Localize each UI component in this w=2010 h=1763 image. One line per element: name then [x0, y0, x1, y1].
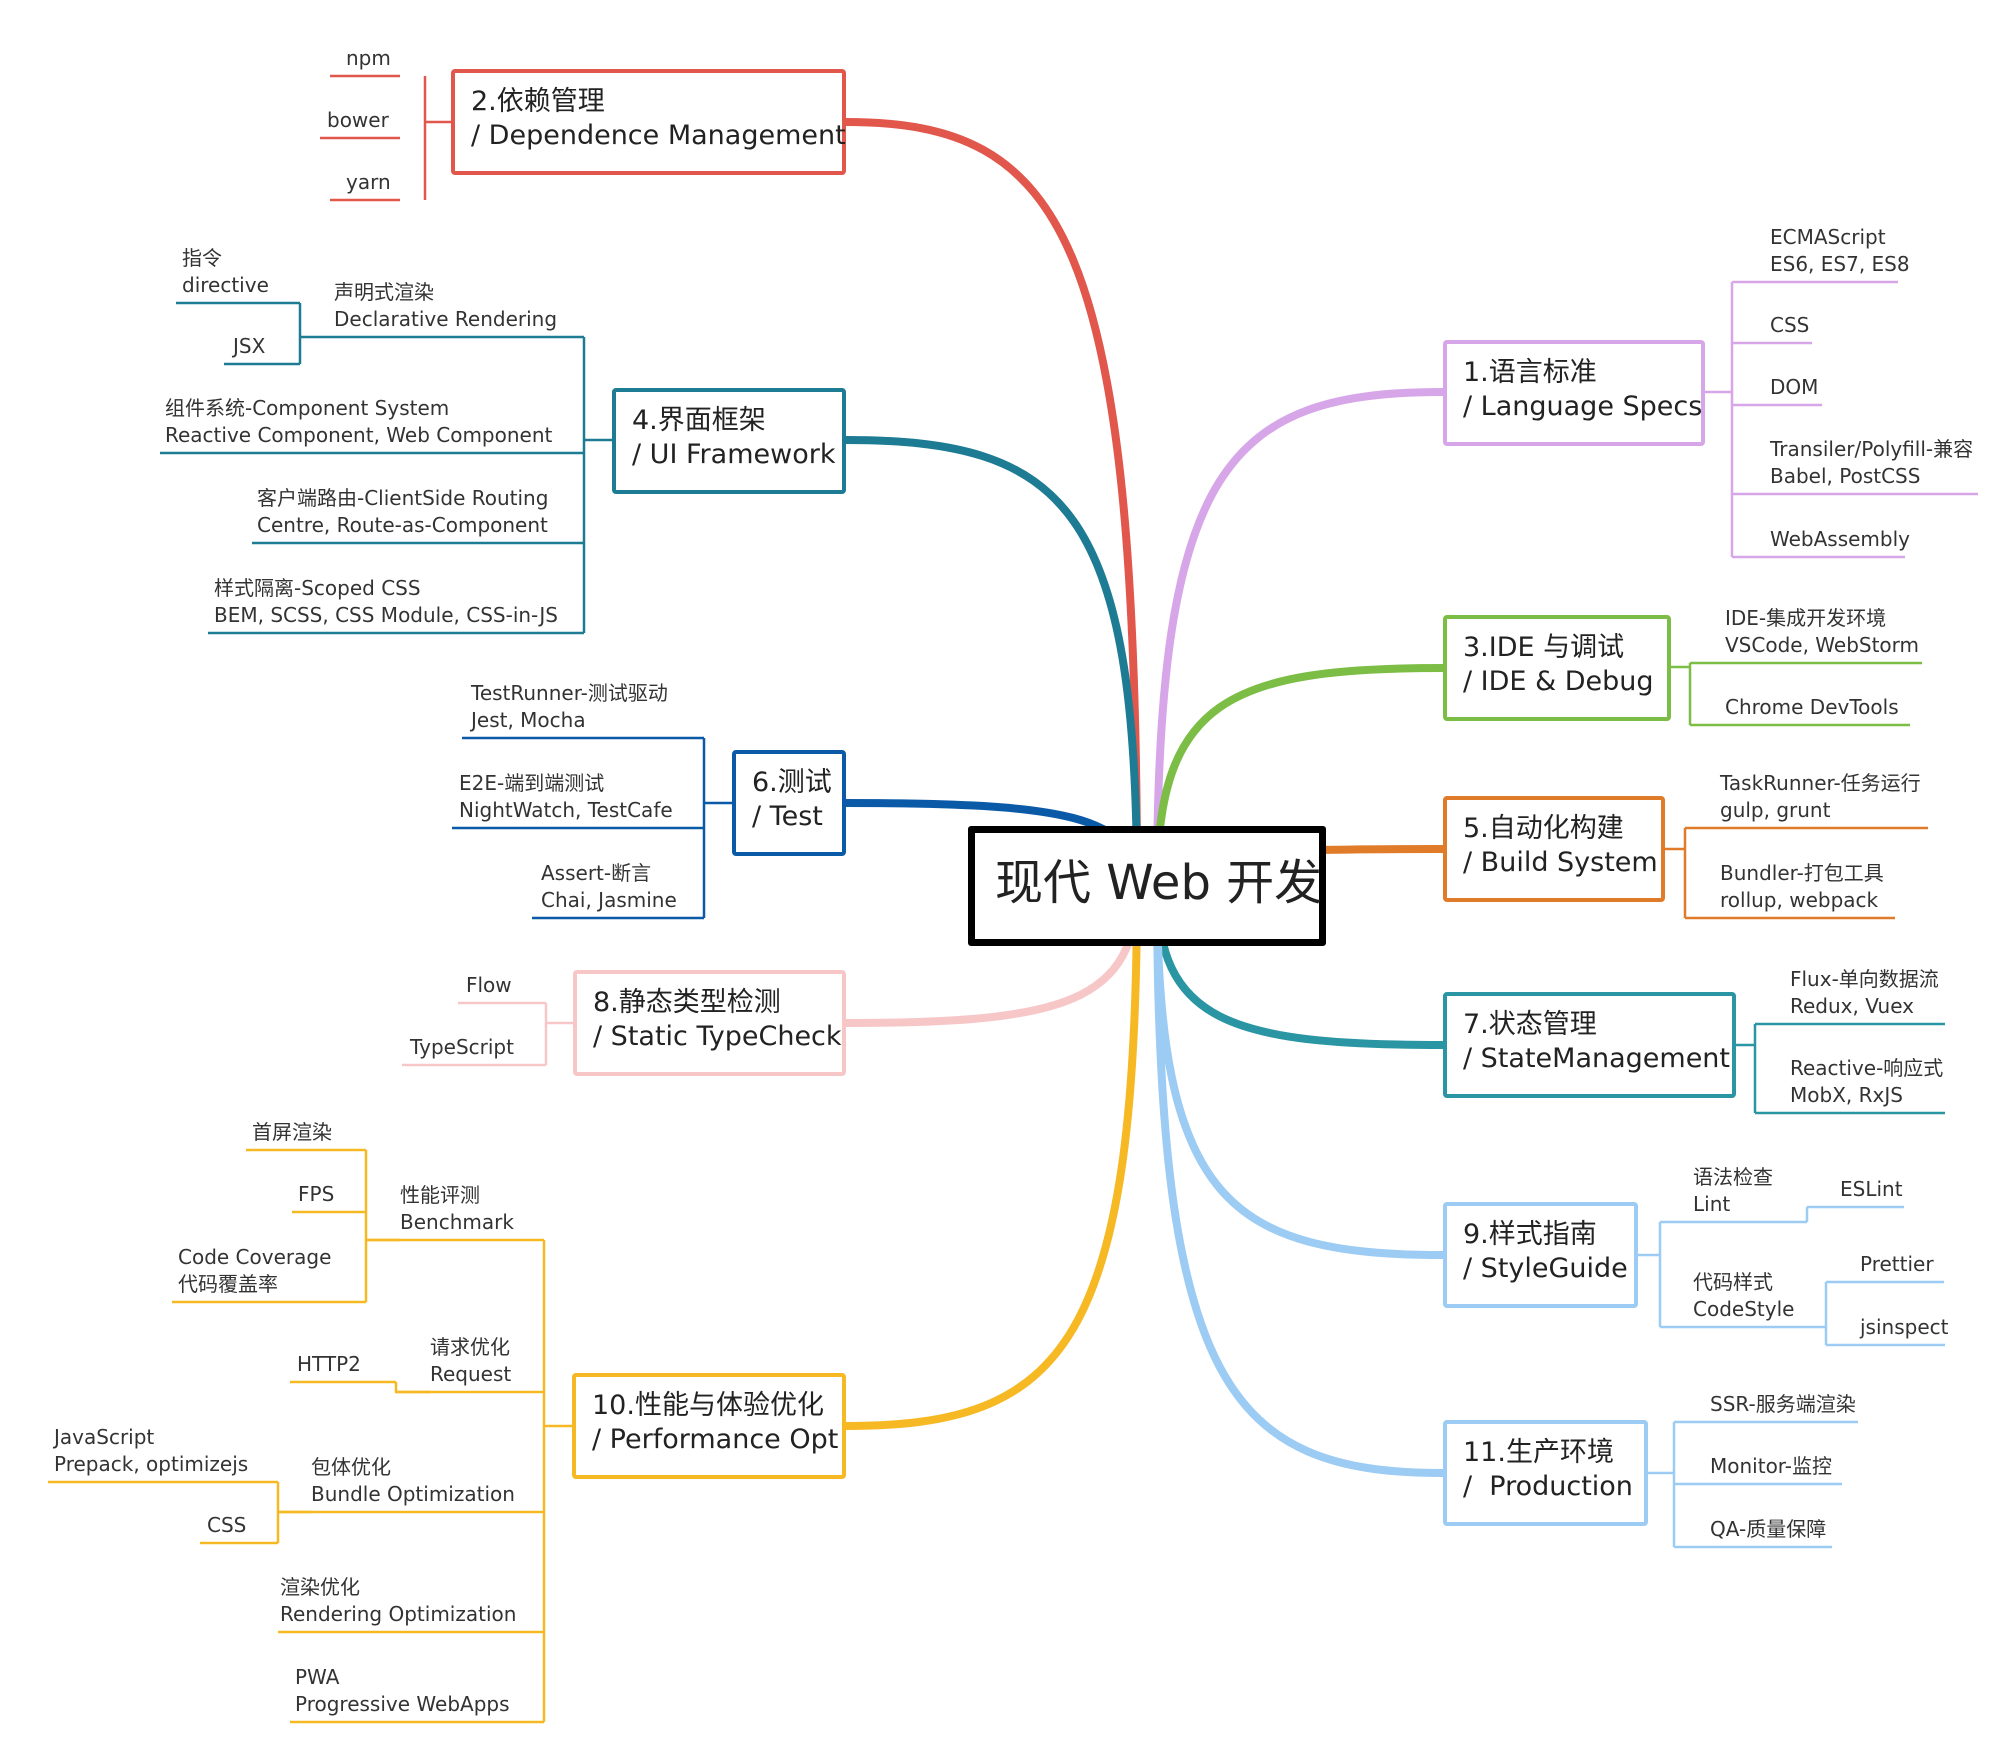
- branch-title-en: / StyleGuide: [1463, 1253, 1628, 1284]
- leaf-topic[interactable]: jsinspect: [1860, 1315, 1949, 1339]
- leaf-topic[interactable]: 声明式渲染 Declarative Rendering: [334, 280, 558, 331]
- leaf-topic[interactable]: 请求优化 Request: [430, 1335, 512, 1386]
- branch-title-en: / Language Specs: [1463, 391, 1703, 422]
- branch-connector: [1153, 388, 1447, 890]
- leaf-topic[interactable]: npm: [346, 46, 391, 70]
- branch-title-en: / Build System: [1463, 847, 1658, 878]
- leaf-topic[interactable]: TypeScript: [410, 1035, 514, 1059]
- leaf-topic[interactable]: SSR-服务端渲染: [1710, 1392, 1856, 1416]
- branch-title-en: / Performance Opt: [592, 1424, 839, 1455]
- branch-static-typecheck[interactable]: 8.静态类型检测/ Static TypeCheck: [573, 970, 846, 1076]
- branch-title-zh: 7.状态管理: [1463, 1009, 1597, 1040]
- branch-test[interactable]: 6.测试/ Test: [732, 750, 846, 856]
- leaf-topic[interactable]: JSX: [233, 334, 266, 358]
- leaf-topic[interactable]: JavaScript Prepack, optimizejs: [54, 1425, 249, 1476]
- branch-ui-framework[interactable]: 4.界面框架/ UI Framework: [612, 388, 846, 494]
- branch-title-en: / Production: [1463, 1471, 1633, 1502]
- leaf-topic[interactable]: Flux-单向数据流 Redux, Vuex: [1790, 967, 1939, 1018]
- branch-title-en: / StateManagement: [1463, 1043, 1731, 1074]
- branch-language-specs[interactable]: 1.语言标准/ Language Specs: [1443, 340, 1705, 446]
- leaf-topic[interactable]: 包体优化 Bundle Optimization: [311, 1455, 515, 1506]
- branch-title-en: / UI Framework: [632, 439, 836, 470]
- branch-title-zh: 10.性能与体验优化: [592, 1390, 824, 1421]
- leaf-topic[interactable]: 样式隔离-Scoped CSS BEM, SCSS, CSS Module, C…: [214, 576, 558, 627]
- leaf-topic[interactable]: 代码样式 CodeStyle: [1693, 1270, 1795, 1321]
- branch-title-en: / IDE & Debug: [1463, 666, 1654, 697]
- leaf-topic[interactable]: yarn: [346, 170, 391, 194]
- leaf-topic[interactable]: Transiler/Polyfill-兼容 Babel, PostCSS: [1770, 437, 1974, 488]
- leaf-topic[interactable]: 性能评测 Benchmark: [400, 1183, 514, 1234]
- leaf-topic[interactable]: 指令 directive: [182, 246, 269, 297]
- branch-title-en: / Dependence Management: [471, 120, 846, 151]
- branch-title-zh: 2.依赖管理: [471, 86, 605, 117]
- leaf-topic[interactable]: DOM: [1770, 375, 1819, 399]
- branch-performance-opt[interactable]: 10.性能与体验优化/ Performance Opt: [572, 1373, 846, 1479]
- branch-connector: [1153, 882, 1447, 1477]
- leaf-topic[interactable]: CSS: [1770, 313, 1810, 337]
- leaf-topic[interactable]: 渲染优化 Rendering Optimization: [280, 1575, 517, 1626]
- leaf-topic[interactable]: Flow: [466, 973, 512, 997]
- central-topic[interactable]: 现代 Web 开发: [968, 826, 1326, 946]
- branch-title-zh: 11.生产环境: [1463, 1437, 1614, 1468]
- leaf-topic[interactable]: 组件系统-Component System Reactive Component…: [165, 396, 553, 447]
- branch-title-en: / Test: [752, 801, 823, 832]
- branch-connector: [842, 882, 1141, 1430]
- leaf-topic[interactable]: 首屏渲染: [252, 1120, 332, 1144]
- leaf-topic[interactable]: FPS: [298, 1182, 335, 1206]
- leaf-topic[interactable]: Assert-断言 Chai, Jasmine: [541, 861, 677, 912]
- leaf-topic[interactable]: CSS: [207, 1513, 247, 1537]
- leaf-topic[interactable]: Monitor-监控: [1710, 1454, 1832, 1478]
- branch-title-zh: 6.测试: [752, 767, 832, 798]
- branch-connector: [842, 436, 1141, 890]
- branch-title-en: / Static TypeCheck: [593, 1021, 842, 1052]
- branch-styleguide[interactable]: 9.样式指南/ StyleGuide: [1443, 1202, 1638, 1308]
- branch-dependence-management[interactable]: 2.依赖管理/ Dependence Management: [451, 69, 846, 175]
- leaf-topic[interactable]: bower: [327, 108, 389, 132]
- branch-title-zh: 4.界面框架: [632, 405, 766, 436]
- leaf-topic[interactable]: TestRunner-测试驱动 Jest, Mocha: [471, 681, 668, 732]
- leaf-topic[interactable]: ESLint: [1840, 1177, 1903, 1201]
- branch-production[interactable]: 11.生产环境/ Production: [1443, 1420, 1648, 1526]
- branch-connector: [842, 118, 1141, 890]
- leaf-topic[interactable]: E2E-端到端测试 NightWatch, TestCafe: [459, 771, 673, 822]
- leaf-topic[interactable]: HTTP2: [297, 1352, 361, 1376]
- leaf-topic[interactable]: Code Coverage 代码覆盖率: [178, 1245, 332, 1296]
- leaf-topic[interactable]: Reactive-响应式 MobX, RxJS: [1790, 1056, 1944, 1107]
- branch-title-zh: 3.IDE 与调试: [1463, 632, 1625, 663]
- leaf-topic[interactable]: QA-质量保障: [1710, 1517, 1827, 1541]
- leaf-topic[interactable]: 语法检查 Lint: [1693, 1165, 1773, 1216]
- leaf-topic[interactable]: TaskRunner-任务运行 gulp, grunt: [1720, 771, 1921, 822]
- leaf-topic[interactable]: Chrome DevTools: [1725, 695, 1899, 719]
- leaf-topic[interactable]: Prettier: [1860, 1252, 1934, 1276]
- branch-title-zh: 5.自动化构建: [1463, 813, 1624, 844]
- branch-ide-debug[interactable]: 3.IDE 与调试/ IDE & Debug: [1443, 615, 1671, 721]
- branch-connector: [1153, 664, 1447, 890]
- leaf-topic[interactable]: PWA Progressive WebApps: [295, 1665, 510, 1716]
- branch-state-management[interactable]: 7.状态管理/ StateManagement: [1443, 992, 1736, 1098]
- leaf-topic[interactable]: 客户端路由-ClientSide Routing Centre, Route-a…: [257, 486, 549, 537]
- branch-title-zh: 1.语言标准: [1463, 357, 1597, 388]
- leaf-topic[interactable]: ECMAScript ES6, ES7, ES8: [1770, 225, 1910, 276]
- leaf-topic[interactable]: WebAssembly: [1770, 527, 1910, 551]
- branch-title-zh: 9.样式指南: [1463, 1219, 1597, 1250]
- branch-title-zh: 8.静态类型检测: [593, 987, 781, 1018]
- leaf-topic[interactable]: Bundler-打包工具 rollup, webpack: [1720, 861, 1884, 912]
- leaf-topic[interactable]: IDE-集成开发环境 VSCode, WebStorm: [1725, 606, 1920, 657]
- branch-build-system[interactable]: 5.自动化构建/ Build System: [1443, 796, 1665, 902]
